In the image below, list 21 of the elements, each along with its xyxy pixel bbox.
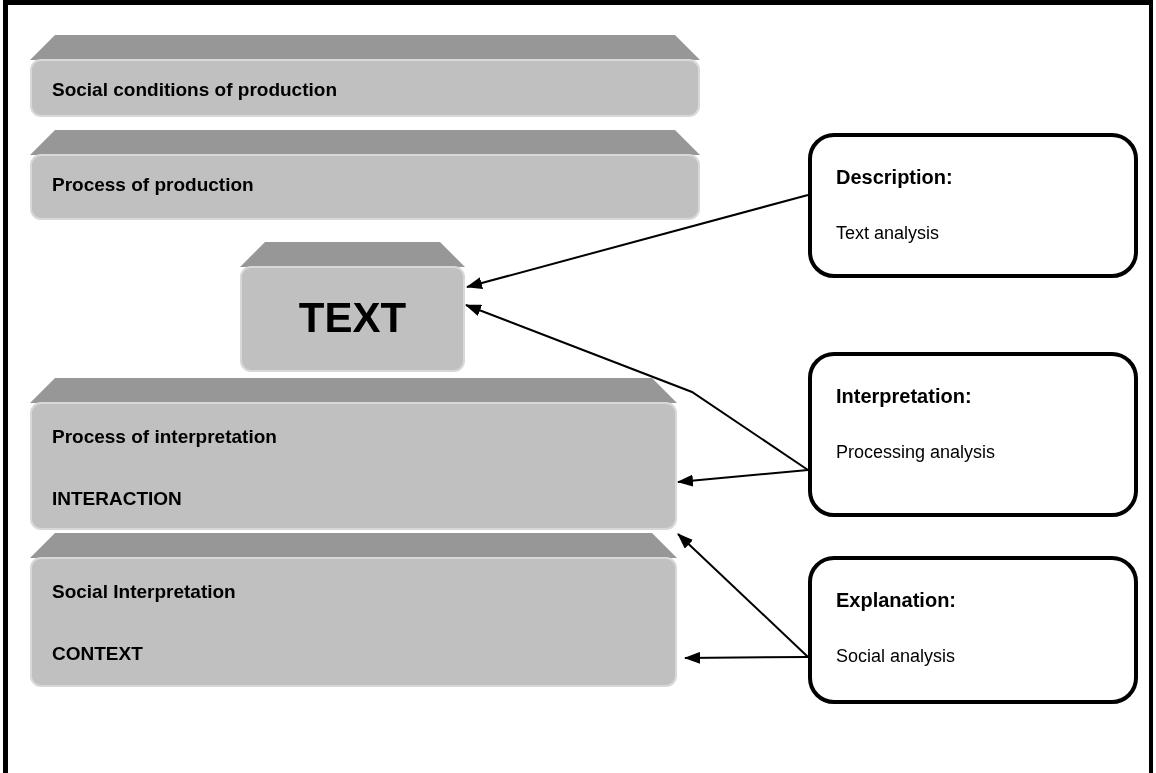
slab-label: Social Interpretation <box>52 580 237 604</box>
slab-label: Social conditions of production <box>52 78 338 102</box>
box-text: Text analysis <box>836 222 941 245</box>
box-text: Processing analysis <box>836 441 997 464</box>
box-heading: Description: <box>836 165 954 189</box>
arrow <box>684 651 809 664</box>
arrow <box>465 304 809 471</box>
arrow <box>677 469 809 487</box>
slab-label: INTERACTION <box>52 487 183 511</box>
rounded-box <box>808 352 1138 517</box>
slab-label: Process of production <box>52 173 255 197</box>
arrow <box>677 533 809 658</box>
box-heading: Interpretation: <box>836 384 973 408</box>
arrow <box>466 194 809 289</box>
rounded-box <box>808 133 1138 278</box>
rounded-box <box>808 556 1138 704</box>
box-text: Social analysis <box>836 645 957 668</box>
box-heading: Explanation: <box>836 588 957 612</box>
block-label: TEXT <box>298 297 407 339</box>
slab-label: Process of interpretation <box>52 425 278 449</box>
slab-label: CONTEXT <box>52 642 144 666</box>
